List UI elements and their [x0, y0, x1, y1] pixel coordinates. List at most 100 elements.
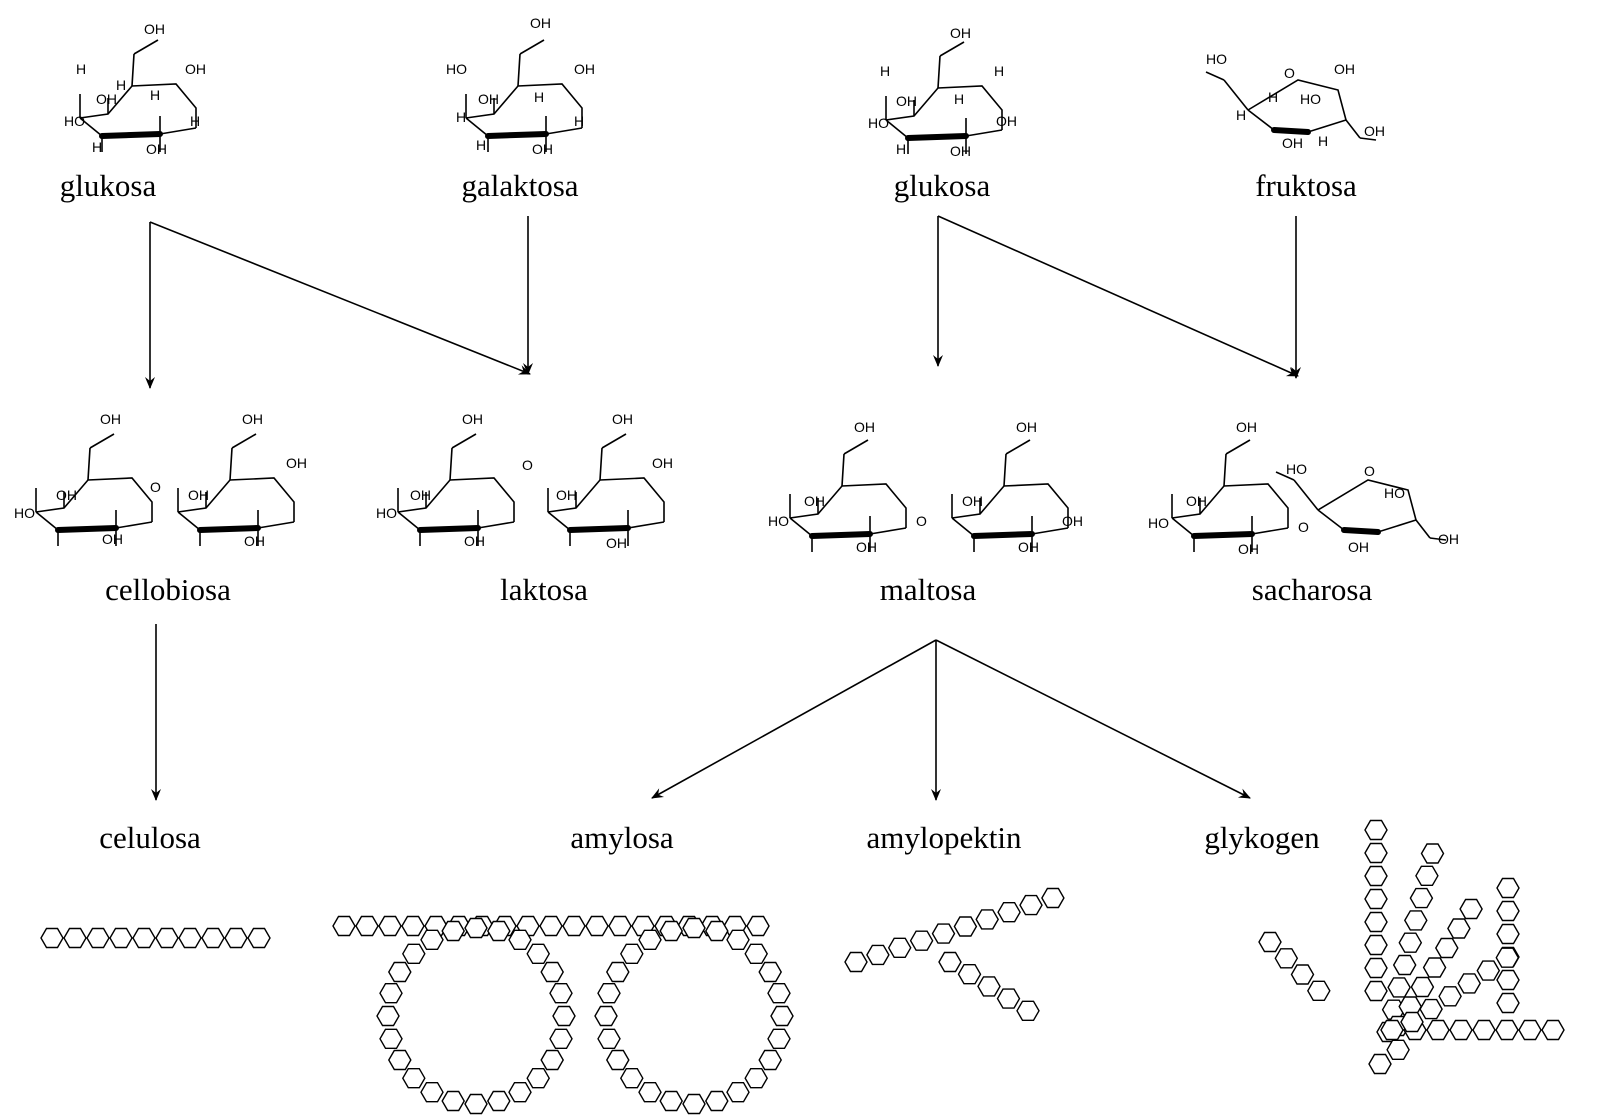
atom-label: O: [150, 479, 161, 495]
glykogen-hexagon: [1496, 969, 1520, 991]
atom-label: H: [92, 139, 102, 155]
amylosa-hexagon: [744, 1067, 768, 1089]
atom-label: OH: [1236, 419, 1257, 435]
amylosa-hexagon: [539, 915, 563, 937]
amylosa-hexagon: [540, 961, 564, 983]
amylosa-hexagon: [606, 1049, 630, 1071]
amylosa-hexagon: [659, 1090, 683, 1112]
atom-label: HO: [868, 115, 889, 131]
atom-label: H: [116, 77, 126, 93]
glykogen-hexagon: [1410, 976, 1435, 998]
glykogen-hexagon: [1426, 1019, 1450, 1041]
amylopektin-hexagon: [953, 916, 978, 937]
celulosa-hexagon: [63, 927, 87, 949]
atom-label: HO: [1300, 91, 1321, 107]
atom-label: O: [1298, 519, 1309, 535]
amylosa-hexagon: [379, 1028, 403, 1050]
atom-label: H: [896, 141, 906, 157]
atom-label: OH: [652, 455, 673, 471]
glucose-structure-left: OH OH HO OH OH H H H H H: [64, 21, 206, 157]
amylosa-hexagon: [332, 915, 356, 937]
amylosa-hexagon: [744, 943, 768, 964]
glykogen-hexagon: [1364, 934, 1388, 956]
atom-label: OH: [410, 487, 431, 503]
amylosa-hexagon: [376, 1005, 400, 1027]
atom-label: OH: [462, 411, 483, 427]
amylosa-hexagon: [552, 1005, 576, 1027]
amylosa-hexagon: [401, 915, 425, 937]
atom-label: HO: [64, 113, 85, 129]
maltose-structure: OH OH HO OH OH OH OH O OH: [768, 419, 1083, 555]
atom-label: OH: [185, 61, 206, 77]
atom-label: O: [1364, 463, 1375, 479]
amylosa-hexagon: [355, 915, 379, 937]
amylosa-hexagon: [402, 1067, 426, 1089]
arrow-maltosa-to-amylosa: [651, 639, 937, 799]
celulosa-hexagon: [132, 927, 156, 949]
atom-label: H: [1318, 133, 1328, 149]
amylosa-hexagon: [379, 983, 403, 1004]
sucrose-structure: OH HO OH OH O HO OH HO OH O: [1148, 419, 1459, 557]
glykogen-hexagon: [1364, 865, 1388, 887]
glykogen-hexagon: [1404, 910, 1428, 931]
amylosa-hexagon: [767, 983, 791, 1004]
atom-label: H: [534, 89, 544, 105]
atom-label: H: [76, 61, 86, 77]
atom-label: OH: [556, 487, 577, 503]
atom-label: OH: [1016, 419, 1037, 435]
amylosa-hexagon: [549, 983, 573, 1004]
amylopektin-hexagon: [975, 909, 999, 930]
amylosa-hexagon: [420, 929, 444, 950]
amylosa-hexagon: [526, 1067, 550, 1089]
glykogen-hexagon: [1495, 1019, 1519, 1041]
amylopektin-hexagon: [931, 923, 956, 944]
atom-label: H: [476, 137, 486, 153]
amylosa-hexagon: [620, 1067, 644, 1089]
atom-label: OH: [144, 21, 165, 37]
amylosa-hexagon: [420, 1081, 444, 1103]
glykogen-hexagon: [1364, 888, 1388, 910]
amylopektin-hexagon: [866, 944, 890, 966]
glykogen-hexagon: [1419, 998, 1443, 1020]
amylosa-hexagon: [682, 1093, 706, 1115]
amylosa-hexagon: [767, 1028, 791, 1050]
amylopektin-hexagon: [957, 964, 982, 985]
atom-label: O: [522, 457, 533, 473]
disaccharide-label-laktosa: laktosa: [500, 572, 588, 607]
polysaccharide-label-amylopektin: amylopektin: [867, 820, 1022, 855]
amylosa-hexagon: [758, 1049, 782, 1071]
atom-label: OH: [1348, 539, 1369, 555]
amylosa-hexagon: [487, 920, 511, 942]
amylosa-hexagon: [746, 915, 770, 937]
arrow-glukosa-to-laktosa: [149, 221, 531, 375]
glykogen-hexagon: [1387, 977, 1411, 998]
glykogen-hexagon: [1392, 954, 1417, 976]
polysaccharide-label-celulosa: celulosa: [99, 820, 201, 855]
amylopektin-hexagon: [1019, 894, 1043, 916]
atom-label: OH: [996, 113, 1017, 129]
glykogen-hexagon: [1274, 948, 1299, 969]
amylosa-hexagon: [464, 917, 488, 939]
glykogen-hexagon: [1364, 911, 1388, 933]
amylopektin-hexagon: [997, 902, 1021, 923]
amylosa-hexagon: [638, 1081, 662, 1103]
atom-label: H: [574, 113, 584, 129]
atom-label: OH: [532, 141, 553, 157]
glykogen-hexagon: [1368, 1053, 1392, 1075]
atom-label: HO: [376, 505, 397, 521]
atom-label: OH: [1018, 539, 1039, 555]
glykogen-hexagon: [1495, 947, 1520, 968]
glykogen-hexagon: [1364, 980, 1388, 1002]
amylosa-hexagon: [682, 917, 706, 939]
atom-label: OH: [1334, 61, 1355, 77]
atom-label: OH: [950, 143, 971, 159]
atom-label: OH: [146, 141, 167, 157]
atom-label: OH: [854, 419, 875, 435]
celulosa-hexagon: [201, 927, 225, 949]
fructose-structure: HO OH OH OH HO H H H O: [1206, 51, 1385, 151]
amylopektin-hexagon: [909, 930, 934, 951]
amylosa-hexagon: [441, 1090, 465, 1112]
amylosa-hexagon: [378, 915, 402, 937]
amylosa-hexagon: [726, 1081, 750, 1103]
